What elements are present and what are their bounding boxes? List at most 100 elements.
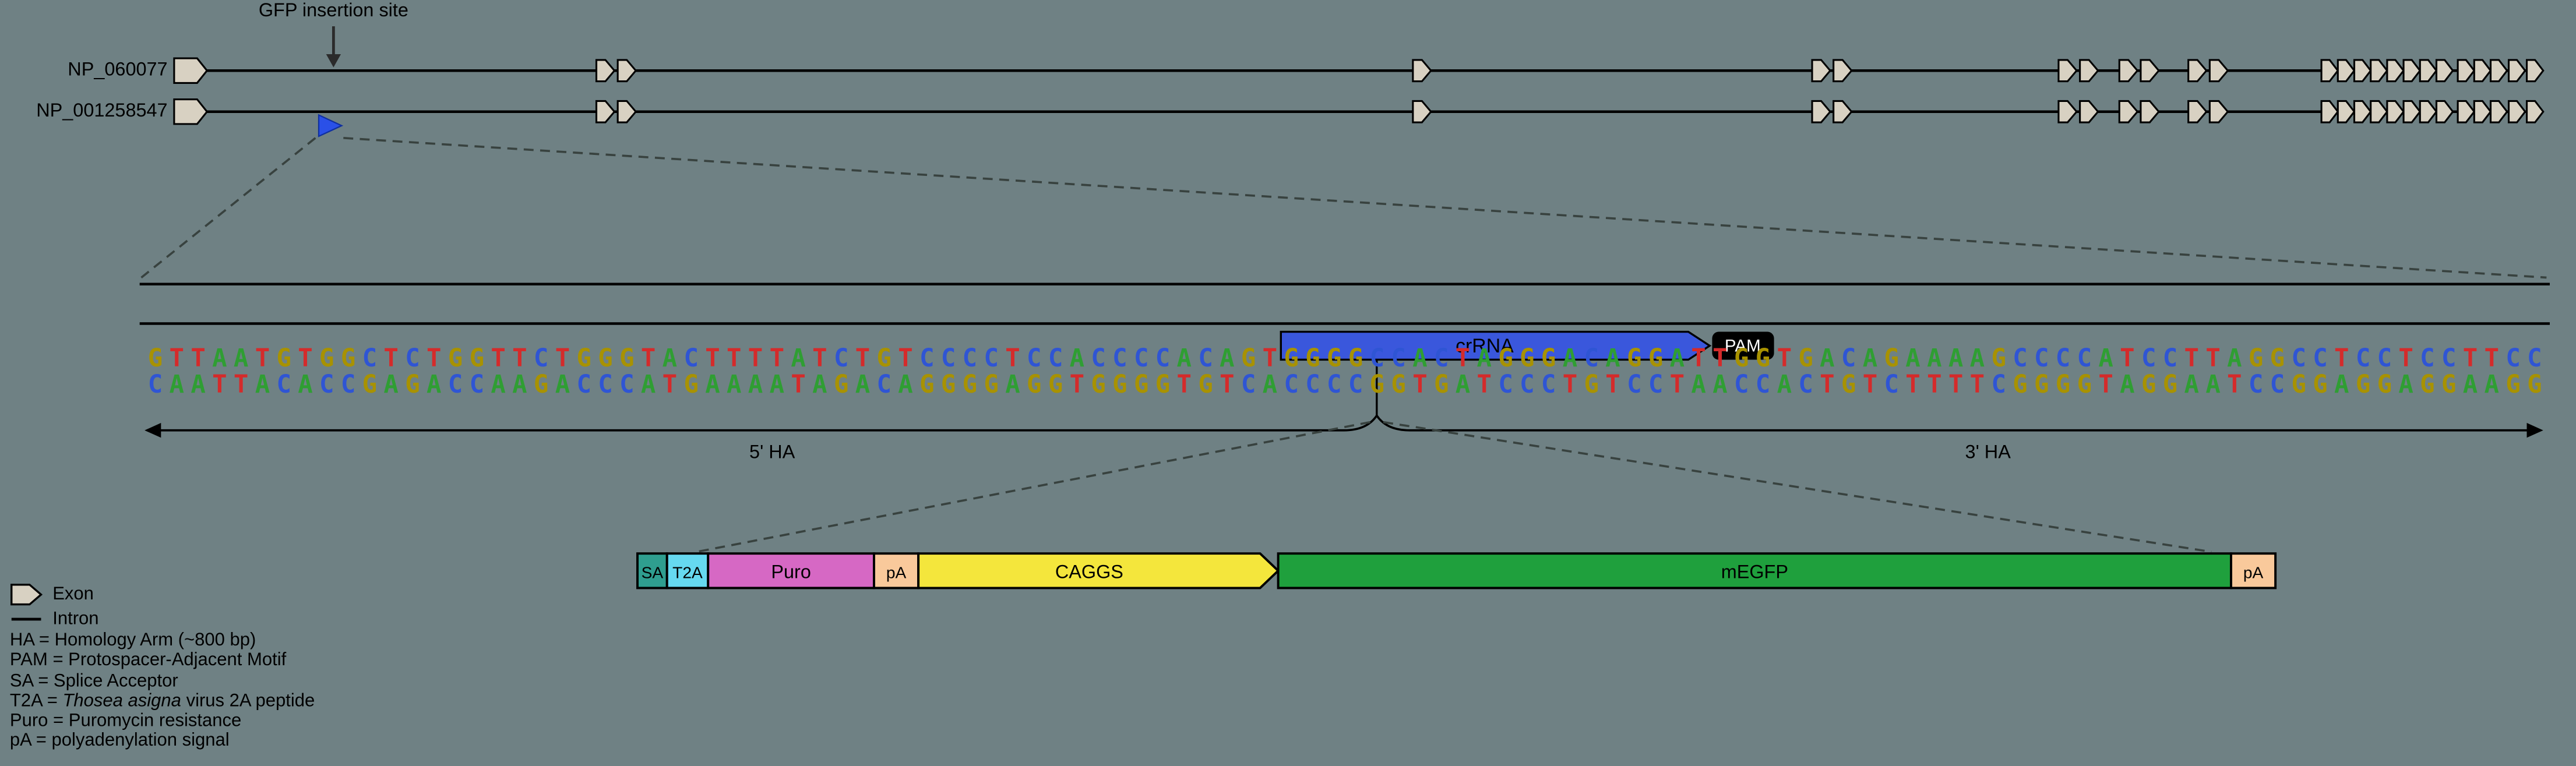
sequence-base: A: [812, 369, 827, 400]
sequence-base: T: [491, 343, 506, 373]
sequence-base: C: [340, 369, 356, 400]
sequence-base: G: [2248, 343, 2264, 373]
sequence-base: C: [2505, 343, 2521, 373]
sequence-base: T: [383, 343, 399, 373]
sequence-base: C: [1733, 369, 1749, 400]
exon-shape: [1412, 59, 1432, 83]
sequence-base: G: [1841, 369, 1856, 400]
sequence-base: T: [2184, 343, 2199, 373]
sequence-base: G: [1433, 369, 1449, 400]
sequence-base: C: [2077, 343, 2092, 373]
sequence-base: T: [1669, 369, 1685, 400]
exon-shape: [2320, 100, 2339, 123]
sequence-base: T: [2462, 343, 2478, 373]
sequence-base: G: [1498, 343, 1513, 373]
sequence-base: C: [683, 343, 699, 373]
sequence-base: G: [919, 369, 935, 400]
sequence-base: G: [2270, 343, 2285, 373]
legend-sa: SA = Splice Acceptor: [9, 671, 178, 691]
pam-box: [1712, 331, 1774, 360]
sequence-base: G: [2441, 369, 2457, 400]
intron-icon: [11, 617, 41, 620]
exon-icon: [10, 583, 43, 605]
sequence-base: A: [791, 343, 806, 373]
sequence-base: C: [1648, 369, 1664, 400]
sequence-base: A: [1862, 343, 1878, 373]
sequence-base: A: [426, 369, 442, 400]
sequence-base: A: [2205, 369, 2221, 400]
sequence-base: A: [1455, 369, 1471, 400]
sequence-base: T: [426, 343, 442, 373]
exon-shape: [2386, 59, 2405, 83]
exon-shape: [2489, 59, 2508, 83]
sequence-base: T: [2227, 369, 2242, 400]
cassette-segment-sa: [636, 552, 668, 589]
sequence-base: C: [1433, 343, 1449, 373]
sequence-base: C: [533, 343, 549, 373]
pam-label: PAM: [1725, 336, 1761, 355]
sequence-base: G: [940, 369, 956, 400]
sequence-base: C: [1284, 369, 1299, 400]
sequence-base: C: [2141, 343, 2156, 373]
sequence-base: A: [662, 343, 678, 373]
sequence-base: T: [1777, 343, 1792, 373]
exon-shape: [2208, 100, 2229, 123]
sequence-base: A: [1905, 343, 1920, 373]
sequence-base: T: [212, 369, 227, 400]
legend-ha: HA = Homology Arm (~800 bp): [9, 630, 256, 651]
exon-shape: [2435, 59, 2454, 83]
sequence-base: A: [2334, 369, 2349, 400]
sequence-base: A: [748, 369, 763, 400]
sequence-base: A: [1948, 343, 1964, 373]
sequence-base: G: [598, 343, 613, 373]
sequence-base: C: [1327, 369, 1342, 400]
sequence-base: G: [1541, 343, 1556, 373]
sequence-base: A: [1777, 369, 1792, 400]
sequence-base: T: [555, 343, 570, 373]
sequence-base: A: [555, 369, 570, 400]
sequence-base: A: [212, 343, 227, 373]
track-exons-np060077: [173, 57, 2545, 84]
sequence-base: A: [705, 369, 720, 400]
sequence-base: C: [1755, 369, 1771, 400]
sequence-base: C: [1498, 369, 1513, 400]
exon-shape: [616, 59, 637, 83]
sequence-base: C: [2248, 369, 2264, 400]
five-prime-ha-label: 5' HA: [749, 443, 795, 464]
sequence-base: G: [1755, 343, 1771, 373]
sequence-base: A: [1069, 343, 1085, 373]
sequence-base: C: [1112, 343, 1127, 373]
sequence-base: A: [233, 343, 249, 373]
sequence-base: G: [833, 369, 849, 400]
sequence-base: C: [1241, 369, 1256, 400]
sequence-base: C: [876, 369, 891, 400]
sequence-base: T: [855, 343, 871, 373]
sequence-base: C: [319, 369, 334, 400]
sequence-base: C: [2313, 343, 2328, 373]
sequence-base: G: [1348, 343, 1363, 373]
sequence-base: G: [2077, 369, 2092, 400]
crRNA-label: crRNA: [1456, 335, 1514, 357]
exon-shape: [1811, 100, 1832, 123]
sequence-base: T: [640, 343, 656, 373]
sequence-base: A: [898, 369, 913, 400]
sequence-base: G: [619, 343, 635, 373]
sequence-base: G: [2420, 369, 2435, 400]
sequence-base: A: [2398, 369, 2413, 400]
exon-shape: [2525, 59, 2545, 83]
track-label-np060077: NP_060077: [68, 59, 168, 80]
sequence-base: A: [1927, 343, 1942, 373]
sequence-base: C: [619, 369, 635, 400]
sequence-base: G: [1327, 343, 1342, 373]
sequence-base: C: [919, 343, 935, 373]
sequence-base: G: [1027, 369, 1042, 400]
sequence-base: C: [2291, 343, 2306, 373]
sequence-base: G: [1048, 369, 1063, 400]
sequence-base: C: [984, 343, 999, 373]
sequence-base: G: [362, 369, 378, 400]
sequence-base: C: [962, 343, 978, 373]
sequence-base: C: [833, 343, 849, 373]
sequence-base: C: [1541, 369, 1556, 400]
legend-puro: Puro = Puromycin resistance: [9, 711, 242, 732]
